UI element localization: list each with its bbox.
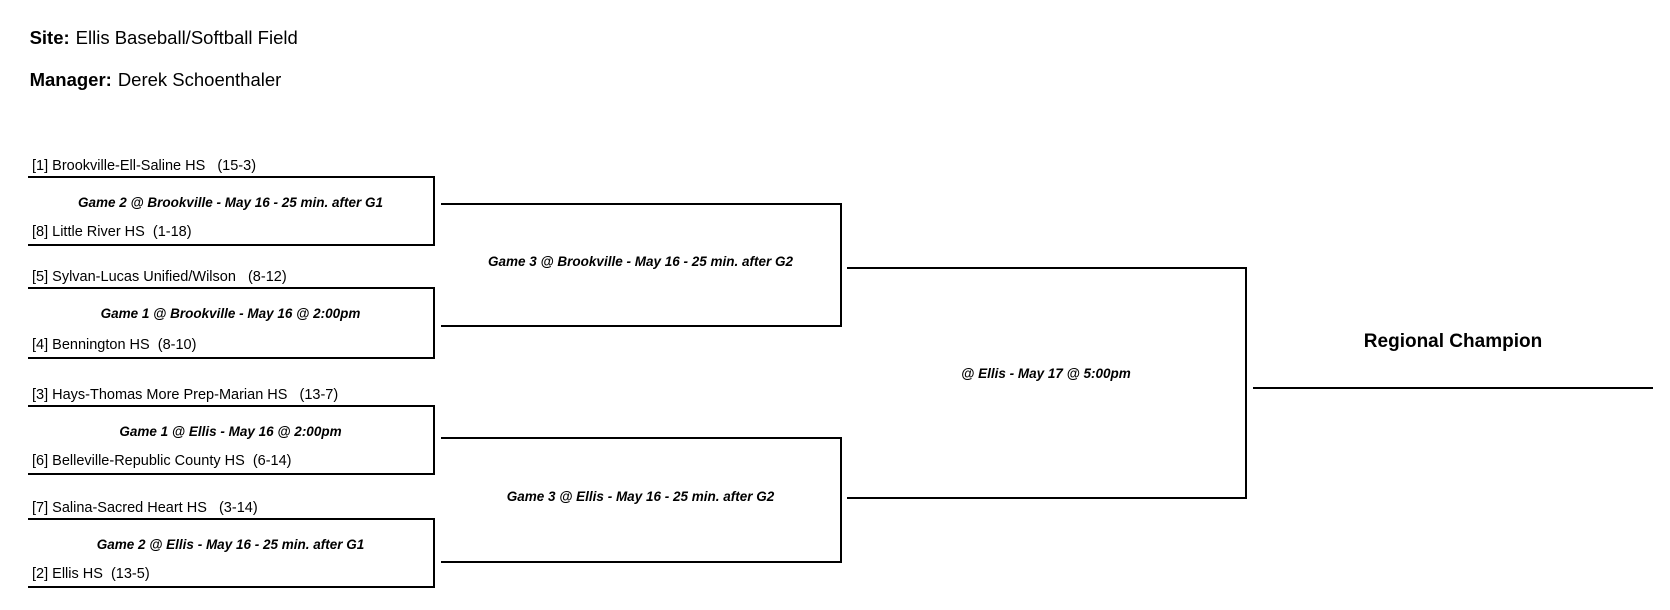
site-label: Site: [29, 27, 70, 48]
final-box: @ Ellis - May 17 @ 5:00pm [847, 267, 1247, 499]
matchup-2-box: [5] Sylvan-Lucas Unified/Wilson (8-12) G… [28, 269, 435, 359]
semifinal-ellis-box: Game 3 @ Ellis - May 16 - 25 min. after … [441, 437, 842, 563]
final-game-label: @ Ellis - May 17 @ 5:00pm [961, 366, 1131, 381]
matchup-4-box: [7] Salina-Sacred Heart HS (3-14) Game 2… [28, 500, 435, 588]
manager-value: Derek Schoenthaler [117, 69, 282, 90]
champion-line [1253, 387, 1653, 389]
matchup-1-box: [1] Brookville-Ell-Saline HS (15-3) Game… [28, 158, 435, 246]
game1-brookville-label: Game 1 @ Brookville - May 16 @ 2:00pm [100, 306, 361, 321]
game1-ellis-label: Game 1 @ Ellis - May 16 @ 2:00pm [119, 424, 342, 439]
manager-line: Manager:Derek Schoenthaler [9, 47, 282, 113]
team-sylvan-lucas-unified-wilson: [5] Sylvan-Lucas Unified/Wilson (8-12) [32, 269, 287, 285]
game2-ellis-label: Game 2 @ Ellis - May 16 - 25 min. after … [96, 537, 365, 552]
team-little-river: [8] Little River HS (1-18) [32, 224, 192, 240]
team-hays-thomas-more-prep-marian: [3] Hays-Thomas More Prep-Marian HS (13-… [32, 387, 339, 403]
team-ellis: [2] Ellis HS (13-5) [32, 566, 150, 582]
regional-champion-title: Regional Champion [1363, 331, 1543, 352]
manager-label: Manager: [29, 69, 112, 90]
team-belleville-republic-county: [6] Belleville-Republic County HS (6-14) [32, 453, 292, 469]
matchup-3-box: [3] Hays-Thomas More Prep-Marian HS (13-… [28, 387, 435, 475]
semifinal-brookville-box: Game 3 @ Brookville - May 16 - 25 min. a… [441, 203, 842, 327]
team-bennington: [4] Bennington HS (8-10) [32, 337, 197, 353]
team-brookville-ell-saline: [1] Brookville-Ell-Saline HS (15-3) [32, 158, 257, 174]
game2-brookville-label: Game 2 @ Brookville - May 16 - 25 min. a… [77, 195, 384, 210]
site-value: Ellis Baseball/Softball Field [75, 27, 298, 48]
game3-brookville-label: Game 3 @ Brookville - May 16 - 25 min. a… [487, 254, 794, 269]
game3-ellis-label: Game 3 @ Ellis - May 16 - 25 min. after … [506, 489, 775, 504]
team-salina-sacred-heart: [7] Salina-Sacred Heart HS (3-14) [32, 500, 258, 516]
site-line: Site:Ellis Baseball/Softball Field [9, 5, 298, 71]
